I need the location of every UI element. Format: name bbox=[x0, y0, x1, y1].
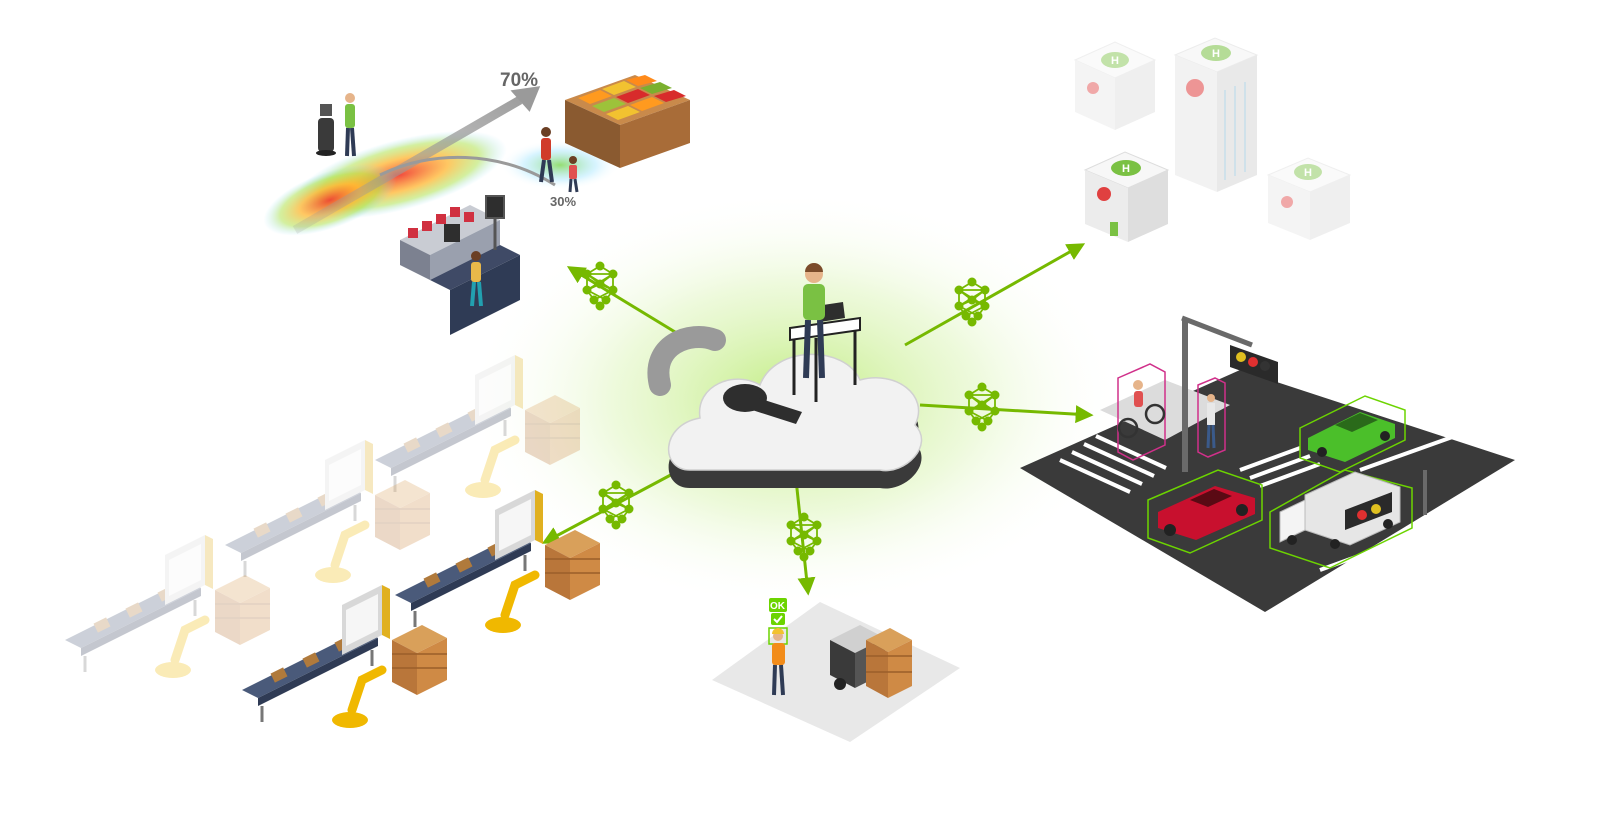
link-hospital bbox=[904, 243, 1086, 347]
produce-stand bbox=[565, 75, 690, 168]
link-factory bbox=[541, 468, 681, 544]
pct-label-main: 70% bbox=[500, 70, 538, 91]
retail-scene: 70% 30% bbox=[263, 70, 690, 335]
red-car bbox=[1147, 469, 1263, 554]
svg-text:H: H bbox=[1304, 167, 1312, 179]
pct-label-secondary: 30% bbox=[550, 194, 576, 209]
hospital-building: H bbox=[1266, 157, 1352, 240]
svg-text:H: H bbox=[1122, 163, 1130, 175]
crosswalk bbox=[1059, 418, 1501, 572]
checkmark-icon bbox=[771, 613, 785, 625]
hospital-building: H bbox=[1073, 41, 1157, 130]
pallet-boxes bbox=[866, 628, 912, 698]
conveyor-line bbox=[65, 535, 270, 678]
cyclist bbox=[1117, 363, 1166, 461]
self-checkout bbox=[400, 195, 520, 335]
store-robot bbox=[316, 104, 336, 156]
shopper-figure bbox=[345, 93, 356, 157]
ok-badge bbox=[769, 598, 787, 612]
hospital-scene: H H H H bbox=[1073, 37, 1352, 242]
svg-text:H: H bbox=[1212, 48, 1220, 60]
padlock-shackle bbox=[647, 326, 726, 396]
ok-label: OK bbox=[770, 601, 786, 612]
svg-text:H: H bbox=[1111, 55, 1119, 67]
detection-box bbox=[1197, 377, 1226, 458]
shopper-family bbox=[539, 127, 579, 193]
traffic-signal-small bbox=[1345, 470, 1427, 530]
secure-cloud bbox=[647, 263, 923, 489]
detection-box bbox=[1269, 469, 1413, 569]
traffic-light bbox=[1181, 315, 1278, 472]
developer-at-desk bbox=[789, 263, 861, 402]
safety-worker: OK bbox=[768, 598, 788, 696]
hospital-building: H bbox=[1173, 37, 1259, 192]
detection-box bbox=[1147, 469, 1263, 554]
green-car bbox=[1299, 395, 1406, 473]
safety-scene: OK bbox=[712, 598, 960, 742]
detection-box bbox=[1299, 395, 1406, 473]
link-traffic bbox=[919, 403, 1094, 424]
pedestrian bbox=[1197, 377, 1226, 458]
keyhole-icon bbox=[723, 384, 802, 424]
detection-box bbox=[1117, 363, 1166, 461]
hospital-building: H bbox=[1083, 151, 1170, 242]
traffic-scene bbox=[1020, 315, 1515, 612]
link-retail bbox=[566, 266, 681, 337]
traffic-arrow-secondary bbox=[379, 155, 556, 187]
